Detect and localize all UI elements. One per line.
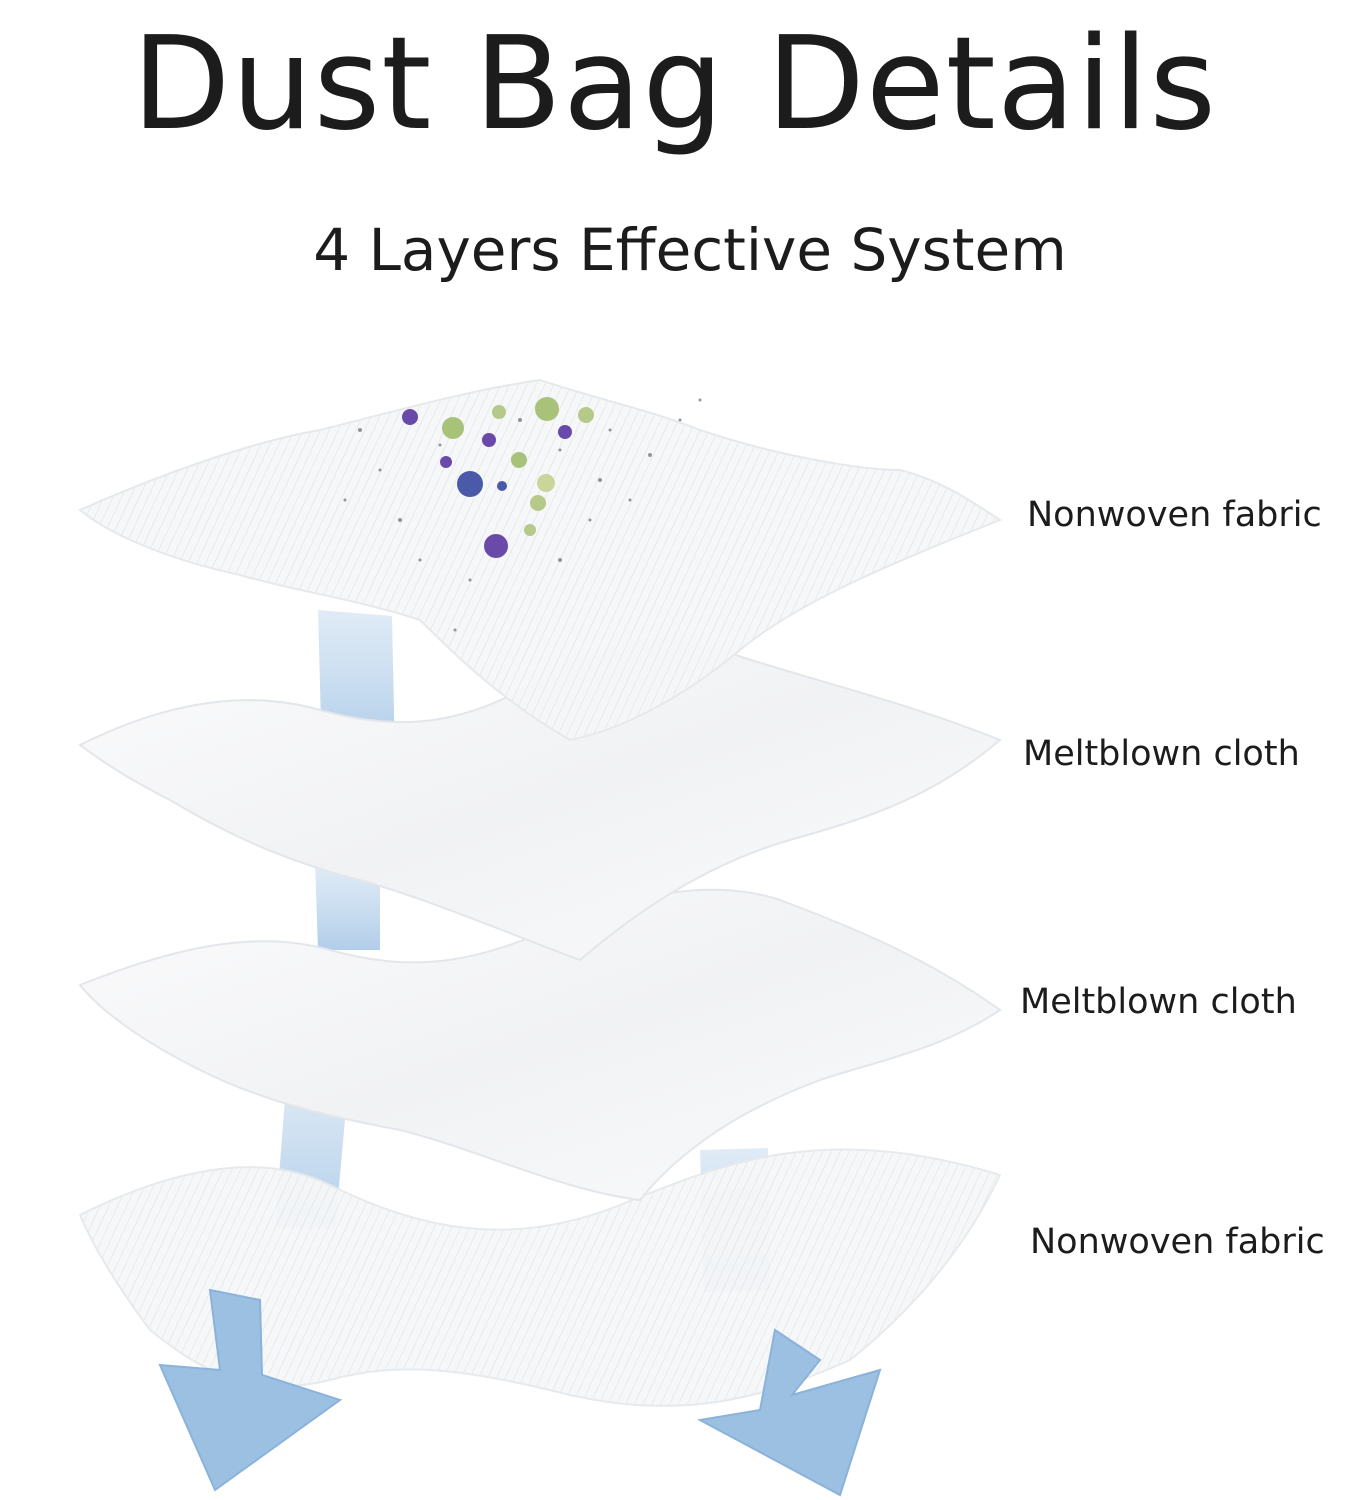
layer-label-4: Nonwoven fabric: [1030, 1222, 1325, 1262]
layer-sheet-nonwoven-top: [78, 378, 1003, 742]
layer-label-3: Meltblown cloth: [1020, 982, 1297, 1022]
layer-label-1: Nonwoven fabric: [1027, 495, 1322, 535]
layer-label-2: Meltblown cloth: [1023, 734, 1300, 774]
page-subtitle: 4 Layers Effective System: [313, 216, 1067, 284]
airflow-arrow-icon: [158, 1288, 882, 1497]
layer-sheet-meltblown-1: [78, 639, 1002, 962]
dust-particles-icon: [343, 397, 702, 632]
layer-sheet-meltblown-2: [78, 888, 1002, 1202]
layer-sheet-nonwoven-bottom: [78, 1148, 1002, 1407]
page-title: Dust Bag Details: [131, 10, 1218, 159]
